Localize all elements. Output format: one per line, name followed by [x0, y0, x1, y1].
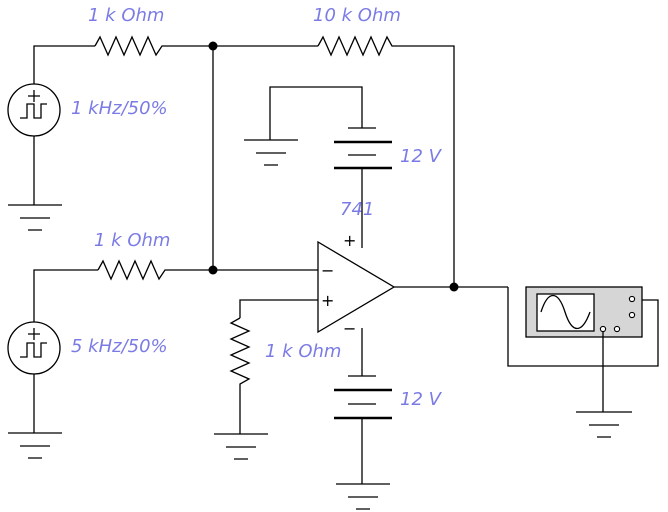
vplus-symbol: + [343, 231, 356, 250]
ground-icon [214, 433, 268, 460]
battery-negative[interactable] [334, 375, 392, 420]
ground-icon [576, 411, 632, 438]
ground-icon [8, 432, 62, 459]
opamp-label: 741 [340, 199, 374, 220]
ground-icon [8, 204, 62, 231]
source2-label: 5 kHz/50% [71, 336, 168, 357]
oscilloscope-icon[interactable] [525, 286, 643, 338]
square-wave-source-1[interactable] [7, 83, 61, 137]
source1-label: 1 kHz/50% [71, 98, 168, 119]
opamp-741[interactable]: − + + − [317, 231, 396, 338]
noninverting-symbol: + [321, 291, 334, 310]
resistor-r2[interactable] [97, 259, 213, 281]
junction-node [449, 282, 459, 292]
wire-supply-top [269, 86, 363, 140]
r2-label: 1 k Ohm [94, 230, 170, 251]
ground-icon [244, 139, 298, 166]
square-wave-source-2[interactable] [7, 321, 61, 375]
inverting-symbol: − [321, 261, 334, 280]
supply-pos-label: 12 V [400, 146, 443, 167]
r-feedback-label: 10 k Ohm [313, 5, 401, 26]
resistor-r3[interactable] [229, 317, 251, 434]
wire-source2-top [33, 269, 98, 322]
resistor-feedback[interactable] [317, 35, 455, 286]
ground-icon [336, 483, 390, 510]
wire-source1-top [33, 45, 95, 84]
vminus-symbol: − [343, 319, 356, 338]
r1-label: 1 k Ohm [88, 5, 164, 26]
supply-neg-label: 12 V [400, 389, 443, 410]
wire-noninverting [239, 299, 318, 318]
battery-positive[interactable] [334, 127, 392, 170]
resistor-r1[interactable] [94, 35, 213, 57]
wire-scope-input [507, 287, 659, 367]
r3-label: 1 k Ohm [265, 341, 341, 362]
